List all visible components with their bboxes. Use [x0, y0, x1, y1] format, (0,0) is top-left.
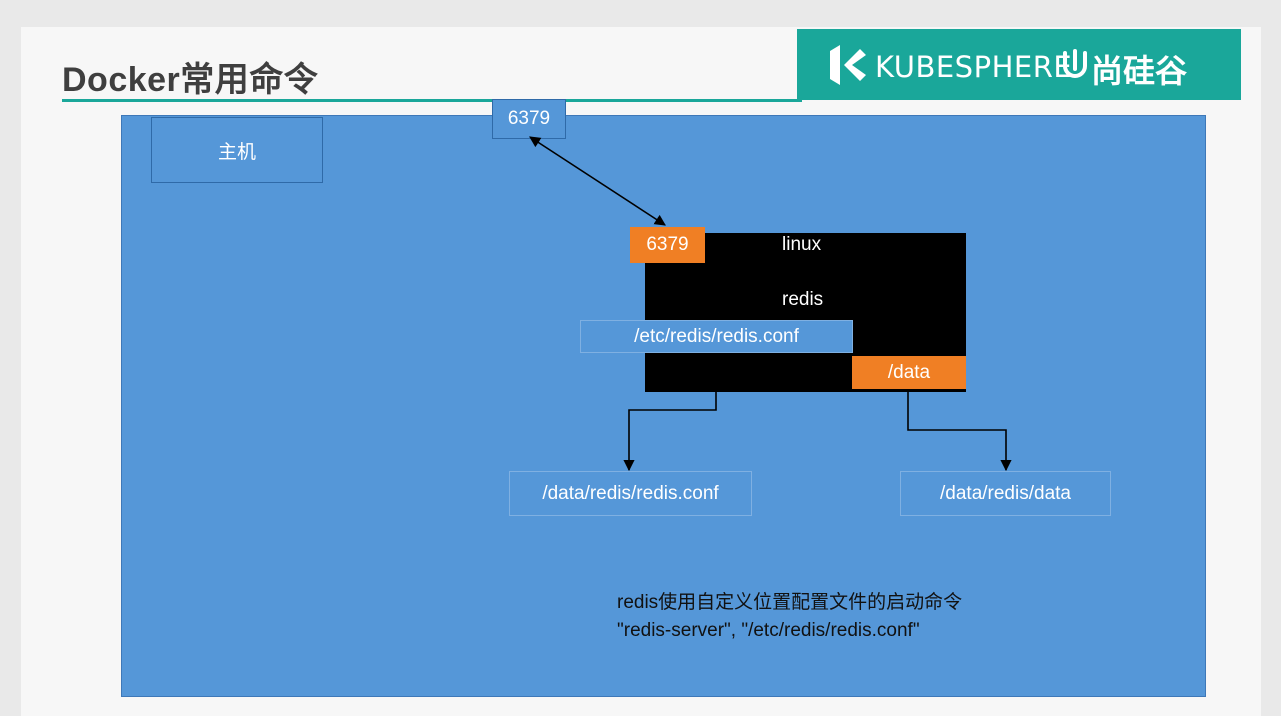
container-data-path-box: /data	[852, 356, 966, 389]
host-config-volume-box: /data/redis/redis.conf	[509, 471, 752, 516]
host-data-volume-box: /data/redis/data	[900, 471, 1111, 516]
host-port-box: 6379	[492, 99, 566, 139]
container-app-label: redis	[782, 289, 824, 310]
container-data-path: /data	[887, 361, 931, 383]
kubesphere-wordmark: KUBESPHERE	[875, 50, 1073, 84]
container-config-path: /etc/redis/redis.conf	[634, 325, 799, 347]
container-os-label: linux	[782, 234, 822, 255]
container-port: 6379	[646, 234, 689, 255]
host-config-volume: /data/redis/redis.conf	[542, 482, 719, 504]
startup-command-caption: redis使用自定义位置配置文件的启动命令 "redis-server", "/…	[617, 589, 962, 645]
atguigu-logo-icon	[1061, 49, 1089, 84]
atguigu-wordmark: 尚硅谷	[1091, 52, 1188, 90]
container-config-path-box: /etc/redis/redis.conf	[580, 320, 853, 353]
caption-line-2: "redis-server", "/etc/redis/redis.conf"	[617, 620, 920, 641]
data-mount-arrow	[907, 392, 1012, 472]
port-mapping-arrow	[529, 136, 666, 226]
host-label: 主机	[217, 141, 256, 163]
host-label-box: 主机	[151, 117, 323, 183]
brand-banner: KUBESPHERE 尚硅谷	[797, 29, 1241, 100]
caption-line-1: redis使用自定义位置配置文件的启动命令	[617, 592, 963, 613]
title-underline	[62, 99, 802, 102]
config-mount-arrow	[623, 392, 717, 472]
container-port-box: 6379	[630, 227, 705, 263]
slide-title: Docker常用命令	[62, 61, 319, 99]
host-port: 6379	[507, 108, 551, 129]
host-data-volume: /data/redis/data	[940, 482, 1071, 504]
kubesphere-logo-icon	[826, 45, 866, 90]
